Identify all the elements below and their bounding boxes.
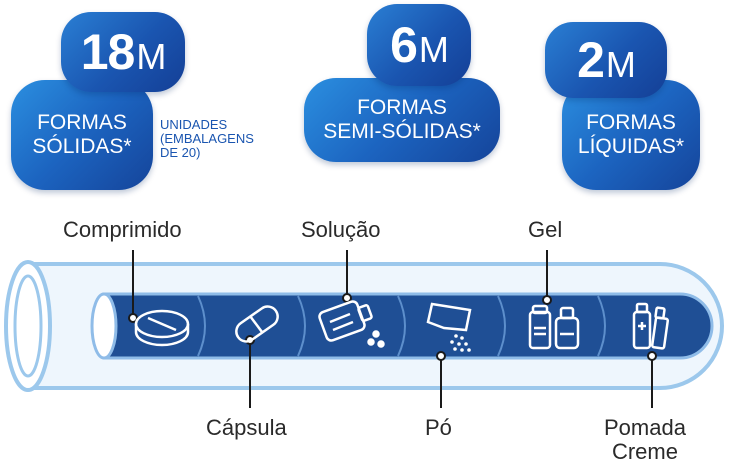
solution-bottle-icon bbox=[318, 300, 385, 348]
stat-solid-unit: M bbox=[136, 36, 166, 77]
tablet-icon bbox=[134, 309, 190, 347]
units-note-line1: UNIDADES bbox=[160, 117, 228, 132]
gel-tubes-icon bbox=[528, 304, 580, 350]
capsule-icon bbox=[235, 305, 279, 343]
ointment-cream-icon bbox=[632, 302, 670, 350]
stat-solid-number-pill: 18M bbox=[61, 12, 185, 92]
stat-solid-forms-pill: FORMAS SÓLIDAS* bbox=[11, 80, 153, 190]
units-note-line2: (EMBALAGENS bbox=[160, 131, 254, 146]
units-note-line3: DE 20) bbox=[160, 145, 201, 160]
inner-tube bbox=[102, 292, 714, 360]
stat-semisolid-unit: M bbox=[418, 29, 449, 70]
stat-semisolid-forms-pill: FORMAS SEMI-SÓLIDAS* bbox=[304, 78, 500, 162]
stat-semisolid-line2: SEMI-SÓLIDAS* bbox=[323, 120, 481, 143]
stat-liquid-unit: M bbox=[605, 44, 636, 85]
stat-liquid-forms-pill: FORMAS LÍQUIDAS* bbox=[562, 80, 700, 190]
stat-liquid-line1: FORMAS bbox=[586, 111, 676, 134]
stat-liquid-line2: LÍQUIDAS* bbox=[577, 135, 685, 158]
powder-sachet-icon bbox=[426, 302, 472, 352]
stat-solid-number: 18 bbox=[80, 24, 136, 80]
stat-liquid-number: 2 bbox=[577, 32, 605, 88]
stat-liquid-number-pill: 2M bbox=[545, 22, 667, 98]
label-pomada: Pomada bbox=[604, 415, 686, 440]
label-comprimido: Comprimido bbox=[63, 217, 182, 242]
label-pomada-creme: Pomada Creme bbox=[604, 416, 686, 464]
stat-solid-line2: SÓLIDAS* bbox=[32, 135, 132, 158]
label-solucao: Solução bbox=[301, 217, 381, 242]
stat-semisolid-number: 6 bbox=[390, 17, 418, 73]
stat-solid-line1: FORMAS bbox=[37, 111, 127, 134]
stat-semisolid-number-pill: 6M bbox=[367, 4, 471, 86]
label-creme: Creme bbox=[611, 439, 678, 464]
tube-mouth-inner bbox=[13, 274, 43, 378]
stat-semisolid-line1: FORMAS bbox=[357, 96, 447, 119]
label-gel: Gel bbox=[528, 217, 563, 242]
inner-tube-opening bbox=[90, 292, 118, 360]
units-note: UNIDADES (EMBALAGENS DE 20) bbox=[160, 118, 254, 160]
callout-lines bbox=[128, 250, 657, 408]
label-po: Pó bbox=[425, 415, 452, 440]
label-capsula: Cápsula bbox=[206, 415, 287, 440]
tube-mouth-outer bbox=[4, 260, 52, 392]
segment-dividers bbox=[197, 295, 606, 357]
